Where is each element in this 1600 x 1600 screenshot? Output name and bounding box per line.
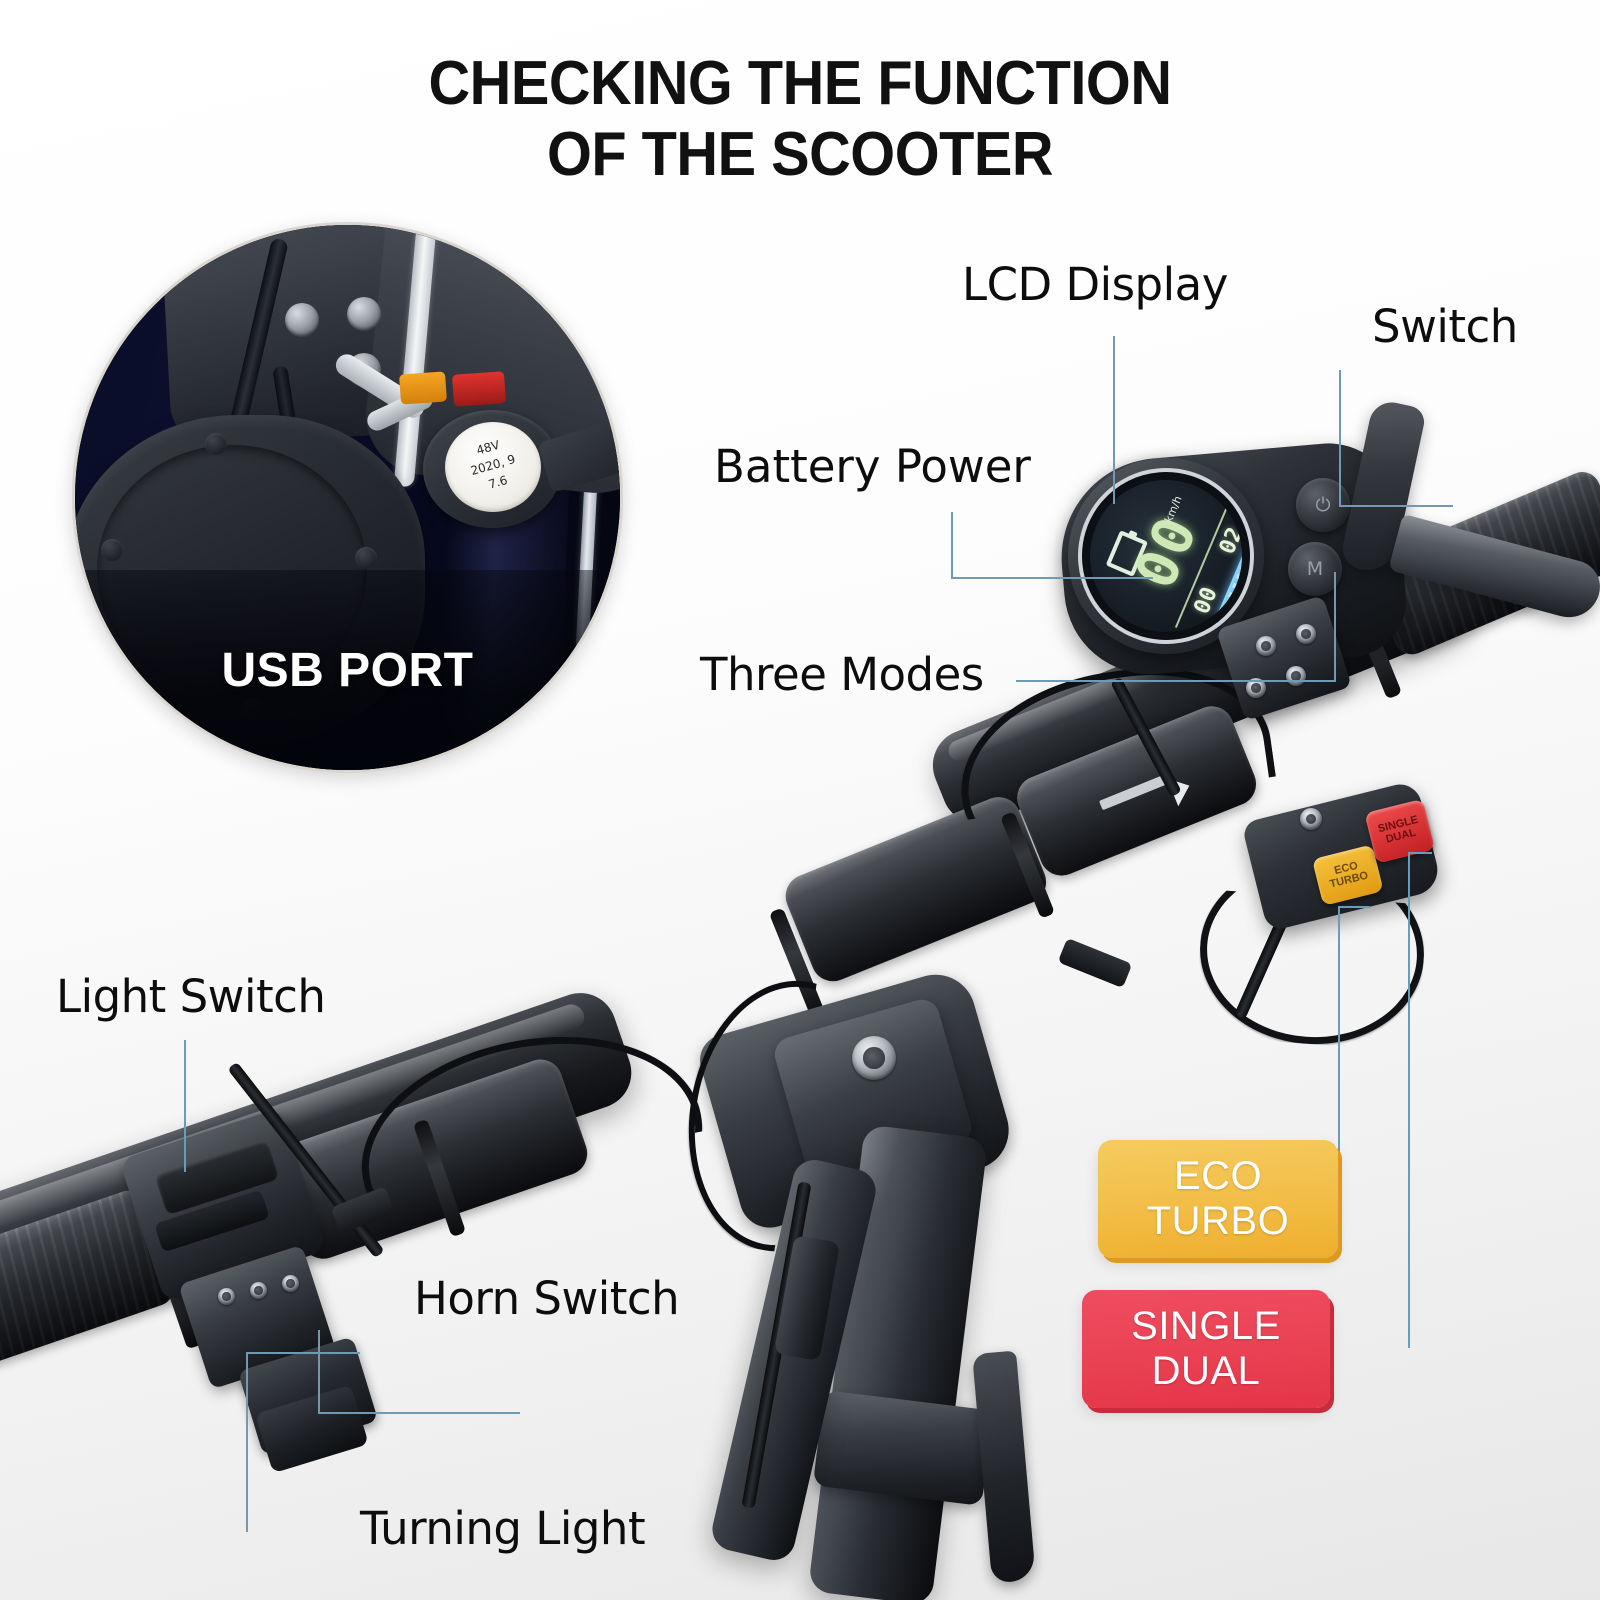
callout-turning-light: Turning Light xyxy=(360,1502,646,1555)
lcd-mode-value: 02 xyxy=(1214,523,1249,559)
light-switch-bolt-a xyxy=(218,1288,235,1305)
callout-horn-switch: Horn Switch xyxy=(414,1272,680,1325)
callout-battery-power: Battery Power xyxy=(714,440,1031,493)
usb-screw-b xyxy=(347,297,381,331)
usb-screw-a xyxy=(285,303,319,337)
display-mount-bolt-c xyxy=(1256,636,1276,656)
display-mount-bolt-b xyxy=(1286,666,1306,686)
mode-button-pod: ECO TURBO SINGLE DUAL xyxy=(1241,779,1443,933)
eco-turbo-badge: ECO TURBO xyxy=(1098,1140,1338,1258)
callout-lcd-display: LCD Display xyxy=(962,258,1228,311)
usb-housing-bolt-a xyxy=(205,433,227,455)
usb-port-photo: 48V 2020, 9 7.6 xyxy=(75,225,620,770)
lcd-ring: 00 km/h 00 02 xyxy=(1070,460,1262,652)
light-switch-bolt-b xyxy=(250,1282,267,1299)
usb-housing-bolt-b xyxy=(101,539,123,561)
quick-release-lever[interactable] xyxy=(972,1350,1036,1584)
lcd-screen: 00 km/h 00 02 xyxy=(1083,473,1249,639)
display-mount-bolt-a xyxy=(1246,678,1266,698)
usb-red-connector xyxy=(451,371,507,407)
cable-connector-center xyxy=(1057,937,1133,989)
page-title: CHECKING THE FUNCTION OF THE SCOOTER xyxy=(428,49,1172,190)
pod-mount-bolt xyxy=(1300,808,1322,830)
usb-orange-connector xyxy=(399,371,447,405)
single-dual-button[interactable]: SINGLE DUAL xyxy=(1364,798,1436,864)
cable-loop-left xyxy=(343,1009,722,1285)
usb-cap-label: 48V 2020, 9 7.6 xyxy=(445,422,541,512)
usb-port-caption: USB PORT xyxy=(221,644,474,697)
usb-cap-label-text: 48V 2020, 9 7.6 xyxy=(469,437,517,492)
callout-switch: Switch xyxy=(1372,300,1518,353)
mode-icon: M xyxy=(1306,558,1324,580)
power-switch-button[interactable]: ⏻ xyxy=(1296,478,1350,532)
light-switch-bolt-c xyxy=(282,1275,299,1292)
eco-turbo-button[interactable]: ECO TURBO xyxy=(1311,844,1384,906)
mode-switch-button[interactable]: M xyxy=(1288,542,1342,596)
usb-lower-shadow xyxy=(75,570,620,770)
stem-collar xyxy=(812,1389,994,1507)
callout-light-switch: Light Switch xyxy=(56,970,326,1023)
display-mount-bolt-d xyxy=(1296,624,1316,644)
lcd-content: 00 km/h 00 02 xyxy=(1084,474,1249,639)
usb-port-inset: 48V 2020, 9 7.6 USB PORT xyxy=(72,222,623,773)
power-icon: ⏻ xyxy=(1315,494,1331,516)
single-dual-badge: SINGLE DUAL xyxy=(1082,1290,1330,1408)
stem-center-bolt xyxy=(852,1036,896,1080)
usb-housing-bolt-c xyxy=(355,547,377,569)
usb-port-rubber-cap[interactable]: 48V 2020, 9 7.6 xyxy=(423,410,561,528)
callout-three-modes: Three Modes xyxy=(700,648,984,701)
